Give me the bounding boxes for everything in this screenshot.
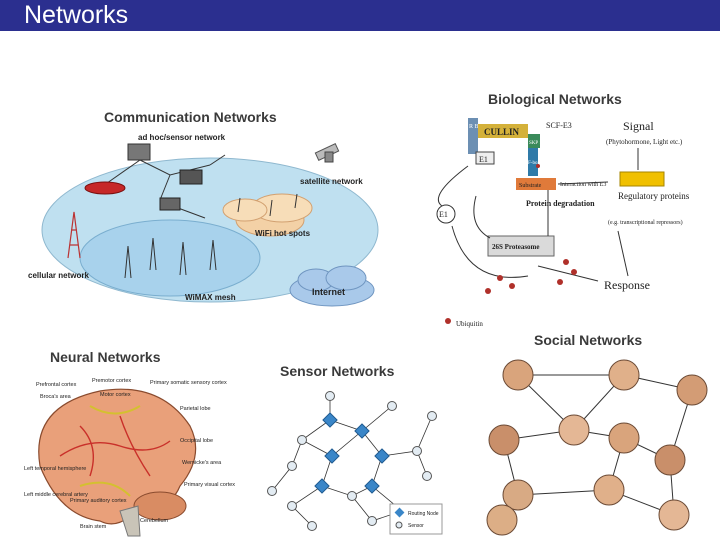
- proteasome-label: 26S Proteasome: [492, 243, 540, 251]
- signal-label: Signal: [623, 119, 654, 133]
- wimax-area: [79, 219, 261, 297]
- avatar: [558, 414, 590, 446]
- avatar: [593, 474, 625, 506]
- biological-networks-panel: Biological Networks R B X 1 CULLIN SKP 1…: [436, 91, 690, 328]
- neural-label: Left temporal hemisphere: [24, 466, 86, 472]
- avatar: [502, 359, 534, 391]
- fbox-box: [528, 148, 538, 176]
- skp-label: SKP 1: [529, 141, 542, 146]
- cellular-label: cellular network: [28, 271, 89, 280]
- laptop-icon-2: [159, 197, 181, 211]
- satellite-icon: [314, 143, 340, 163]
- substrate-box: [516, 178, 556, 190]
- brain-stem-shape: [119, 505, 141, 537]
- protein-degradation-label: Protein degradation: [526, 199, 595, 208]
- brain-nerves: [79, 405, 141, 497]
- ubiquitin-label: Ubiquitin: [456, 320, 483, 328]
- laptop-icon: [179, 169, 203, 185]
- sensor-title: Sensor Networks: [280, 363, 395, 379]
- communication-networks-panel: Communication Networks ad hoc/sens: [28, 109, 379, 307]
- neural-label: Prefrontal cortex: [36, 382, 77, 388]
- wimax-towers: [124, 237, 217, 279]
- cullin-label: CULLIN: [484, 127, 520, 137]
- avatar: [502, 479, 534, 511]
- legend-routing-label: Routing Node: [408, 511, 439, 517]
- wifi-spot-3: [222, 198, 268, 222]
- avatar: [486, 504, 518, 536]
- neural-label: Broca's area: [40, 394, 72, 400]
- car-icon: [84, 181, 126, 195]
- neural-label: Primary visual cortex: [184, 482, 235, 488]
- avatar: [488, 424, 520, 456]
- social-networks-panel: Social Networks: [486, 332, 708, 536]
- brain-vessels: [59, 415, 171, 477]
- bio-title: Biological Networks: [488, 91, 622, 107]
- brain-shape: [38, 388, 197, 525]
- cerebellum-shape: [133, 491, 187, 521]
- wifi-antennas: [237, 193, 298, 217]
- internet-cloud: [289, 265, 375, 307]
- proteasome-box: [487, 235, 555, 257]
- neural-label: Primary somatic sensory cortex: [150, 380, 227, 386]
- title-bar: Networks: [0, 0, 720, 31]
- social-title: Social Networks: [534, 332, 642, 348]
- e1-top-label: E1: [479, 155, 488, 164]
- sensor-networks-panel: Sensor Networks Routing Node Sensor: [267, 363, 443, 535]
- legend-sensor-label: Sensor: [408, 523, 424, 529]
- neural-label: Cerebellum: [140, 518, 169, 524]
- ubiquitin-drops: [445, 164, 577, 324]
- fbox-label: F-box: [528, 161, 540, 166]
- wimax-label: WiMAX mesh: [185, 293, 236, 302]
- signal-sub-label: (Phytohormone, Light etc.): [606, 138, 683, 146]
- skp-box: [528, 134, 540, 148]
- neural-label: Occipital lobe: [180, 438, 213, 444]
- avatar: [676, 374, 708, 406]
- bio-arrows: [437, 148, 639, 282]
- cell-tower-icon: [67, 211, 81, 259]
- adhoc-label: ad hoc/sensor network: [138, 133, 226, 142]
- neural-label: Motor cortex: [100, 392, 131, 398]
- slide-title: Networks: [24, 1, 129, 29]
- scf-label: SCF-E3: [546, 121, 572, 130]
- sensor-legend: Routing Node Sensor: [389, 503, 443, 535]
- substrate-label: Substrate: [519, 183, 542, 189]
- wifi-label: WiFi hot spots: [255, 229, 311, 238]
- response-label: Response: [604, 278, 650, 292]
- sensor-device-icon: [127, 143, 151, 161]
- neural-label: Wernicke's area: [182, 460, 222, 466]
- regulatory-label: Regulatory proteins: [618, 191, 690, 201]
- routing-nodes: [314, 412, 390, 494]
- e1-mid-node: [436, 204, 456, 224]
- comm-title: Communication Networks: [104, 109, 277, 125]
- regulatory-box: [619, 171, 665, 187]
- neural-networks-panel: Neural Networks Prefrontal cortex Broca'…: [24, 349, 235, 537]
- neural-title: Neural Networks: [50, 349, 161, 365]
- interaction-label: Interaction with E3: [560, 182, 606, 188]
- neural-label: Left middle cerebral artery: [24, 492, 88, 498]
- neural-label: Brain stem: [80, 524, 107, 530]
- avatar: [608, 359, 640, 391]
- avatar: [608, 422, 640, 454]
- person-avatars: [486, 359, 708, 536]
- satellite-label: satellite network: [300, 177, 363, 186]
- neural-label: Primary auditory cortex: [70, 498, 127, 504]
- regulatory-sub-label: (e.g. transcriptional repressors): [608, 219, 683, 226]
- internet-label: Internet: [312, 287, 345, 297]
- cullin-box: [478, 124, 528, 138]
- e1-top-box: [475, 151, 495, 165]
- neural-label: Parietal lobe: [180, 406, 211, 412]
- avatar: [658, 499, 690, 531]
- avatar: [654, 444, 686, 476]
- neural-label: Premotor cortex: [92, 378, 131, 384]
- e1-mid-label: E1: [439, 210, 448, 219]
- rbx-box: [468, 118, 478, 154]
